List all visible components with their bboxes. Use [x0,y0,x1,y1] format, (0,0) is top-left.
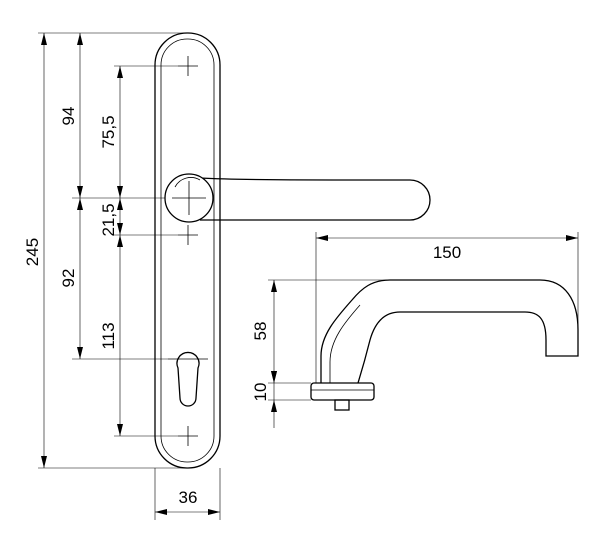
label-handle-to-cylinder: 92 [59,269,78,288]
screw-hole-top [178,56,198,76]
lever-side-profile [320,279,579,384]
label-handle-length: 150 [433,243,461,262]
lever-arm [199,177,431,221]
backplate-front-view [154,32,221,469]
screw-hole-middle [178,225,198,245]
backplate-outline [154,32,221,469]
lever-handle-side-view [310,279,579,411]
screw-hole-bottom [178,426,198,446]
label-handle-projection: 58 [251,322,270,341]
dimension-arrowheads [41,33,578,515]
label-to-handle-axis: 94 [59,107,78,126]
rose-side-outline [310,382,375,401]
label-plate-width: 36 [179,488,198,507]
lever-handle-front-view [164,173,431,223]
cylinder-keyhole [168,351,208,407]
backplate-inner-edge [160,38,215,463]
label-overall-height: 245 [23,238,42,266]
label-top-screw-to-handle: 75,5 [99,115,118,148]
extension-lines [38,32,579,520]
spindle [334,399,350,411]
label-screw-spacing: 113 [99,322,118,349]
label-handle-to-screw: 21,5 [99,203,118,236]
label-rose-thickness: 10 [251,383,270,402]
